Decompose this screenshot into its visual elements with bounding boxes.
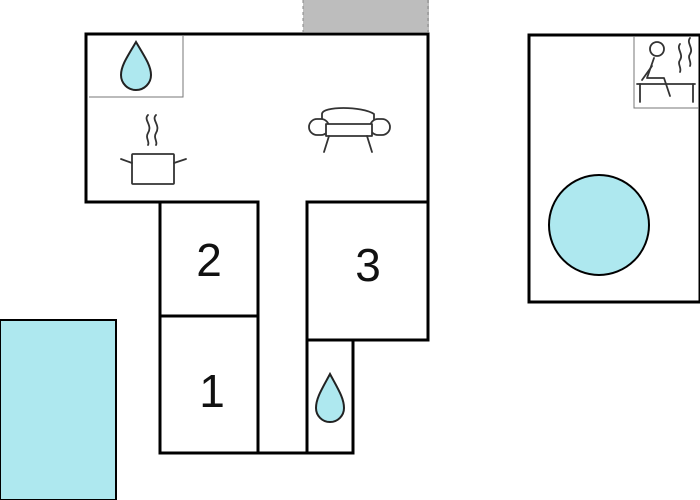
corridor-wall-left xyxy=(160,200,260,453)
house-outer-wall xyxy=(84,32,430,455)
annex-outer-wall xyxy=(527,33,700,304)
sauna-icon xyxy=(636,37,696,103)
cooking-pot-icon xyxy=(120,114,187,185)
room-label-2: 2 xyxy=(196,234,222,286)
water-drop-icon xyxy=(119,40,153,91)
sauna-room-walls xyxy=(633,36,699,109)
bathroom-top-walls xyxy=(89,36,184,98)
hot-tub xyxy=(548,174,650,276)
sofa-icon xyxy=(308,107,391,153)
corridor-wall-right xyxy=(305,200,428,453)
terrace xyxy=(302,0,429,32)
water-drop-icon xyxy=(314,371,346,423)
room-label-1: 1 xyxy=(199,365,225,417)
interior-walls xyxy=(89,36,428,453)
room-label-3: 3 xyxy=(355,239,381,291)
terrace-fill xyxy=(303,0,429,32)
pool xyxy=(0,319,117,500)
